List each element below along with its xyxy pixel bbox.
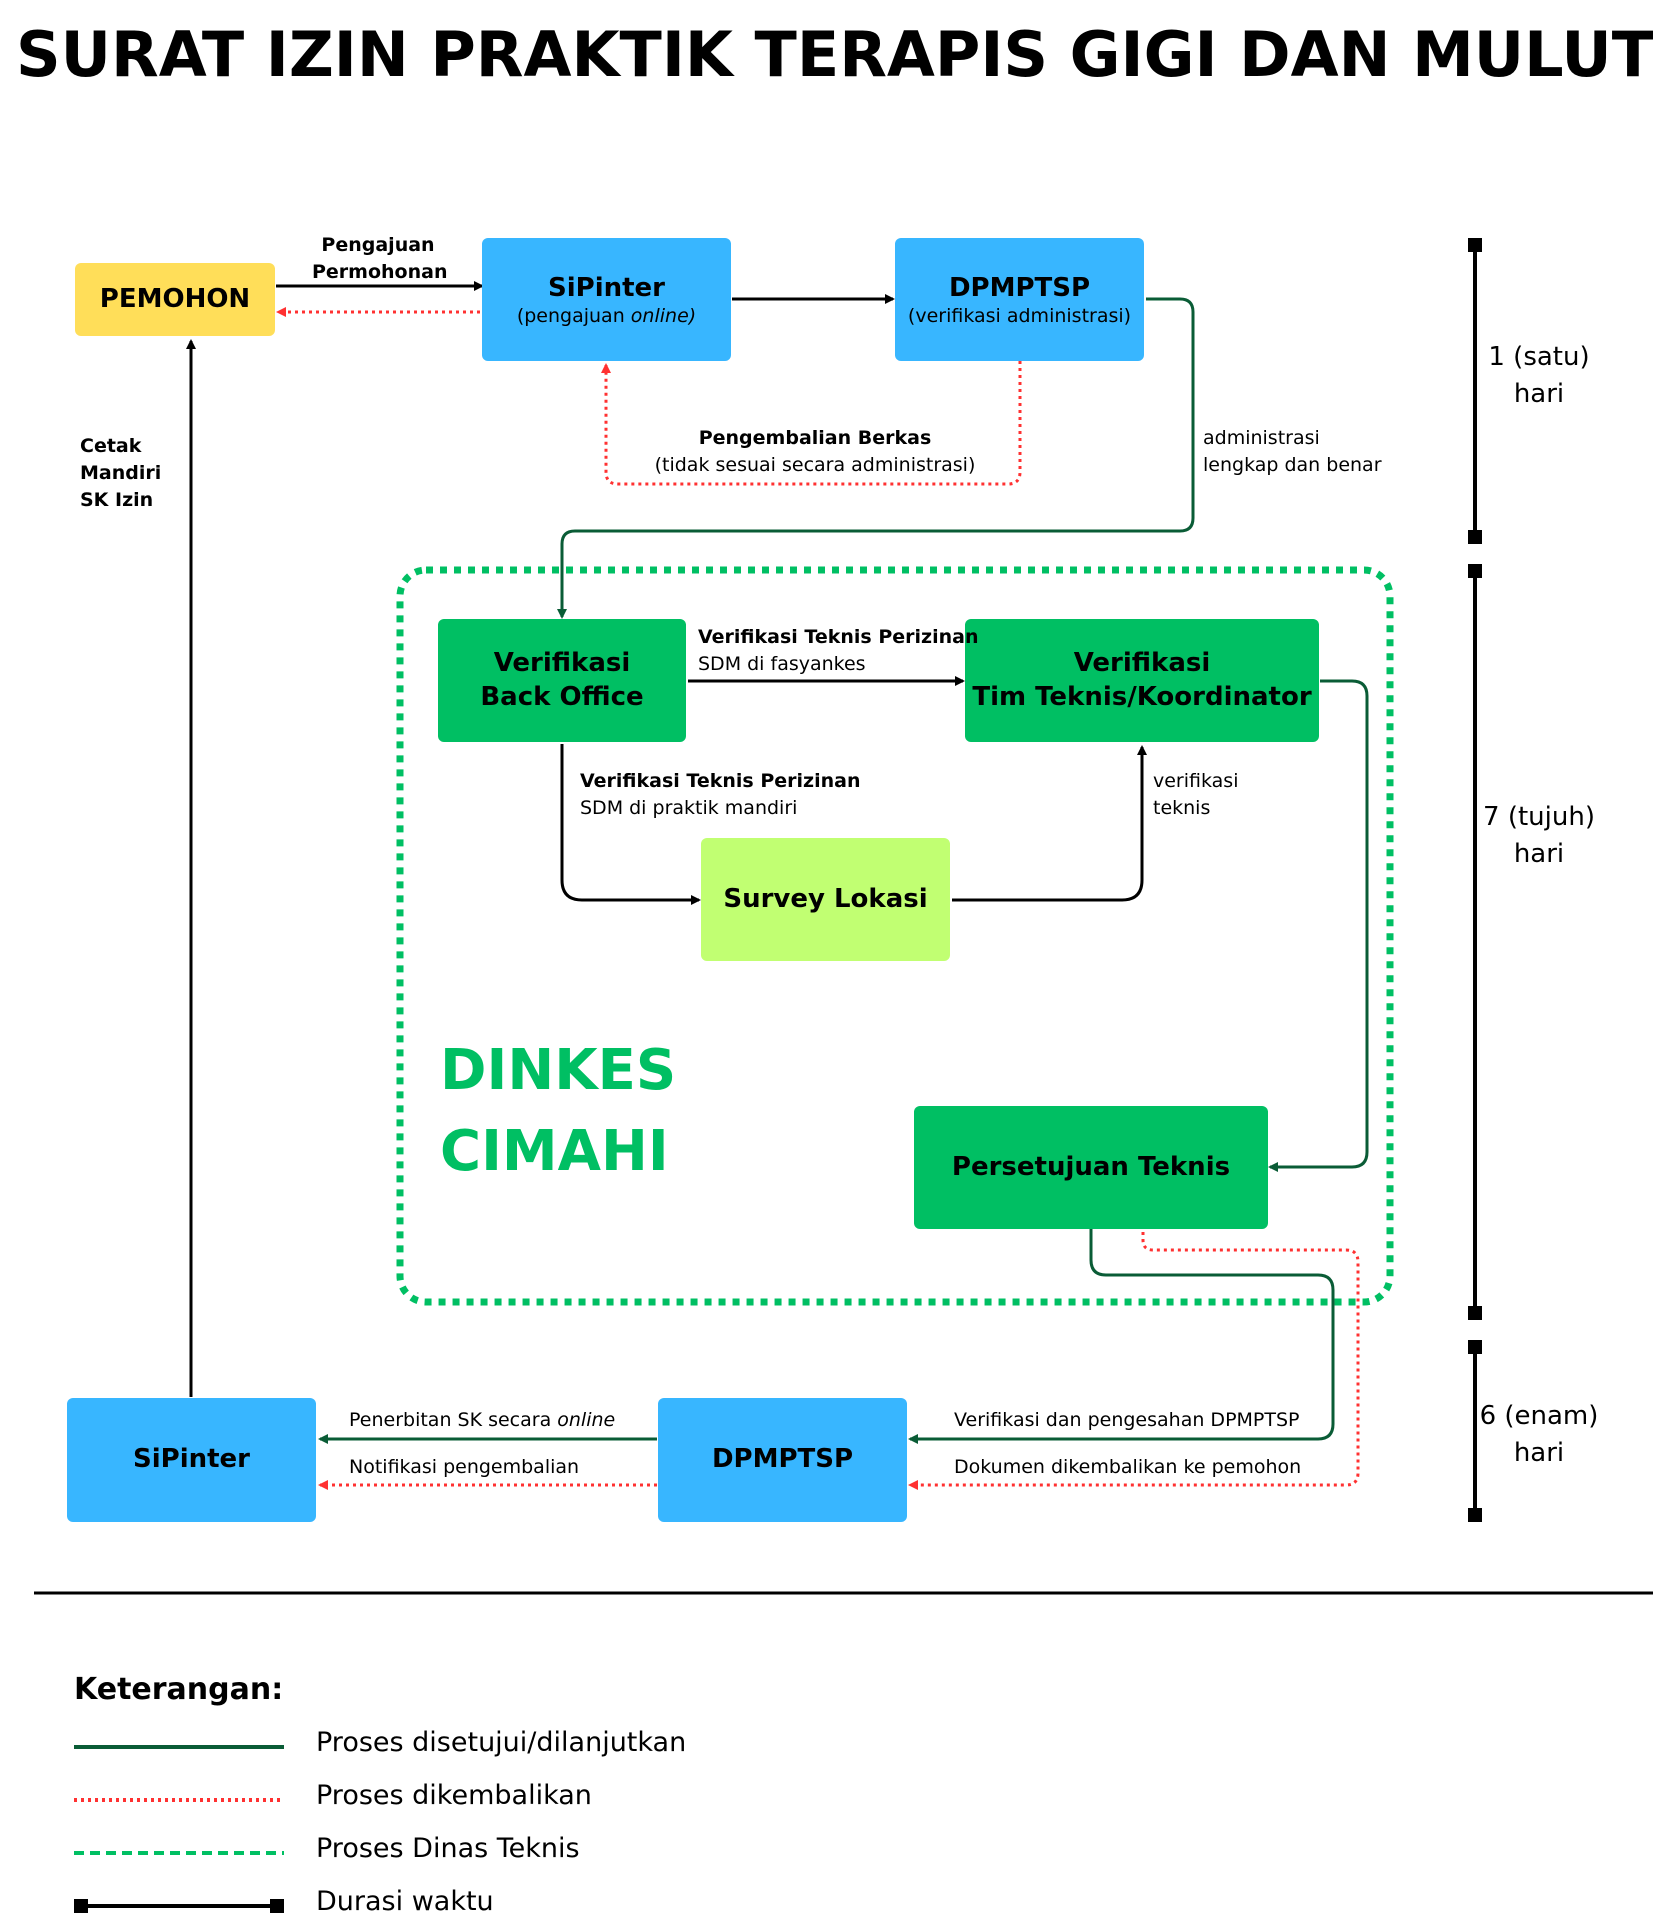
legend-sample-duration bbox=[74, 1899, 284, 1913]
arrow-pengembalian-berkas bbox=[601, 361, 1022, 486]
label-verifikasi-teknis: verifikasi teknis bbox=[1153, 770, 1239, 819]
page-title: SURAT IZIN PRAKTIK TERAPIS GIGI DAN MULU… bbox=[16, 18, 1653, 91]
label-dokumen-dikembalikan: Dokumen dikembalikan ke pemohon bbox=[954, 1456, 1302, 1478]
arrow-bo-survey bbox=[560, 744, 701, 905]
arrow-persetujuan-dpmptsp bbox=[908, 1228, 1335, 1444]
label-verifikasi-pengesahan: Verifikasi dan pengesahan DPMPTSP bbox=[954, 1409, 1300, 1431]
node-dpmptsp-top-sub: (verifikasi administrasi) bbox=[907, 305, 1132, 328]
legend-item-label: Proses disetujui/dilanjutkan bbox=[316, 1727, 687, 1758]
label-administrasi-lengkap: administrasi lengkap dan benar bbox=[1203, 427, 1382, 476]
node-dpmptsp-top-title: DPMPTSP bbox=[948, 272, 1091, 303]
node-dpmptsp-top: DPMPTSP (verifikasi administrasi) bbox=[895, 238, 1144, 361]
node-pemohon: PEMOHON bbox=[75, 263, 275, 336]
node-persetujuan-teknis: Persetujuan Teknis bbox=[914, 1106, 1268, 1229]
duration-label-2: 7 (tujuh) hari bbox=[1483, 802, 1595, 869]
duration-bar-1 bbox=[1468, 238, 1482, 544]
label-vtp-praktik-mandiri: Verifikasi Teknis Perizinan SDM di prakt… bbox=[580, 770, 861, 819]
node-verifikasi-back-office: Verifikasi Back Office bbox=[438, 619, 686, 742]
label-penerbitan-sk: Penerbitan SK secara online bbox=[349, 1409, 616, 1431]
legend-item-label: Proses dikembalikan bbox=[316, 1780, 592, 1811]
duration-label-1: 1 (satu) hari bbox=[1488, 342, 1590, 409]
node-verifikasi-tim-teknis: Verifikasi Tim Teknis/Koordinator bbox=[965, 619, 1319, 742]
duration-bar-2 bbox=[1468, 564, 1482, 1320]
node-sipinter-top-title: SiPinter bbox=[548, 272, 665, 303]
arrow-survey-tim bbox=[952, 745, 1147, 902]
node-sipinter-bottom: SiPinter bbox=[67, 1398, 316, 1522]
label-vtp-fasyankes: Verifikasi Teknis Perizinan SDM di fasya… bbox=[698, 626, 979, 675]
label-cetak-mandiri: Cetak Mandiri SK Izin bbox=[80, 435, 162, 511]
node-dpmptsp-bottom: DPMPTSP bbox=[658, 1398, 907, 1522]
node-sipinter-top: SiPinter (pengajuan online) bbox=[482, 238, 731, 361]
dinkes-region-border bbox=[396, 566, 1394, 1306]
duration-label-3: 6 (enam) hari bbox=[1479, 1401, 1599, 1468]
arrow-dokumen-dikembalikan bbox=[908, 1232, 1360, 1490]
arrow-tim-persetujuan bbox=[1268, 679, 1369, 1172]
label-pengembalian-berkas: Pengembalian Berkas (tidak sesuai secara… bbox=[654, 427, 976, 476]
legend-item-label: Durasi waktu bbox=[316, 1886, 494, 1917]
arrow-administrasi-lengkap bbox=[557, 297, 1195, 619]
legend-title: Keterangan: bbox=[74, 1672, 284, 1707]
node-survey-lokasi: Survey Lokasi bbox=[701, 838, 950, 961]
label-pengajuan-permohonan: Pengajuan Permohonan bbox=[312, 234, 448, 283]
label-notifikasi-pengembalian: Notifikasi pengembalian bbox=[349, 1456, 580, 1478]
duration-bar-3 bbox=[1468, 1340, 1482, 1522]
legend-item-label: Proses Dinas Teknis bbox=[316, 1833, 580, 1864]
region-label-dinkes-cimahi: DINKES CIMAHI bbox=[440, 1038, 677, 1185]
node-sipinter-top-sub: (pengajuan online) bbox=[516, 305, 697, 328]
